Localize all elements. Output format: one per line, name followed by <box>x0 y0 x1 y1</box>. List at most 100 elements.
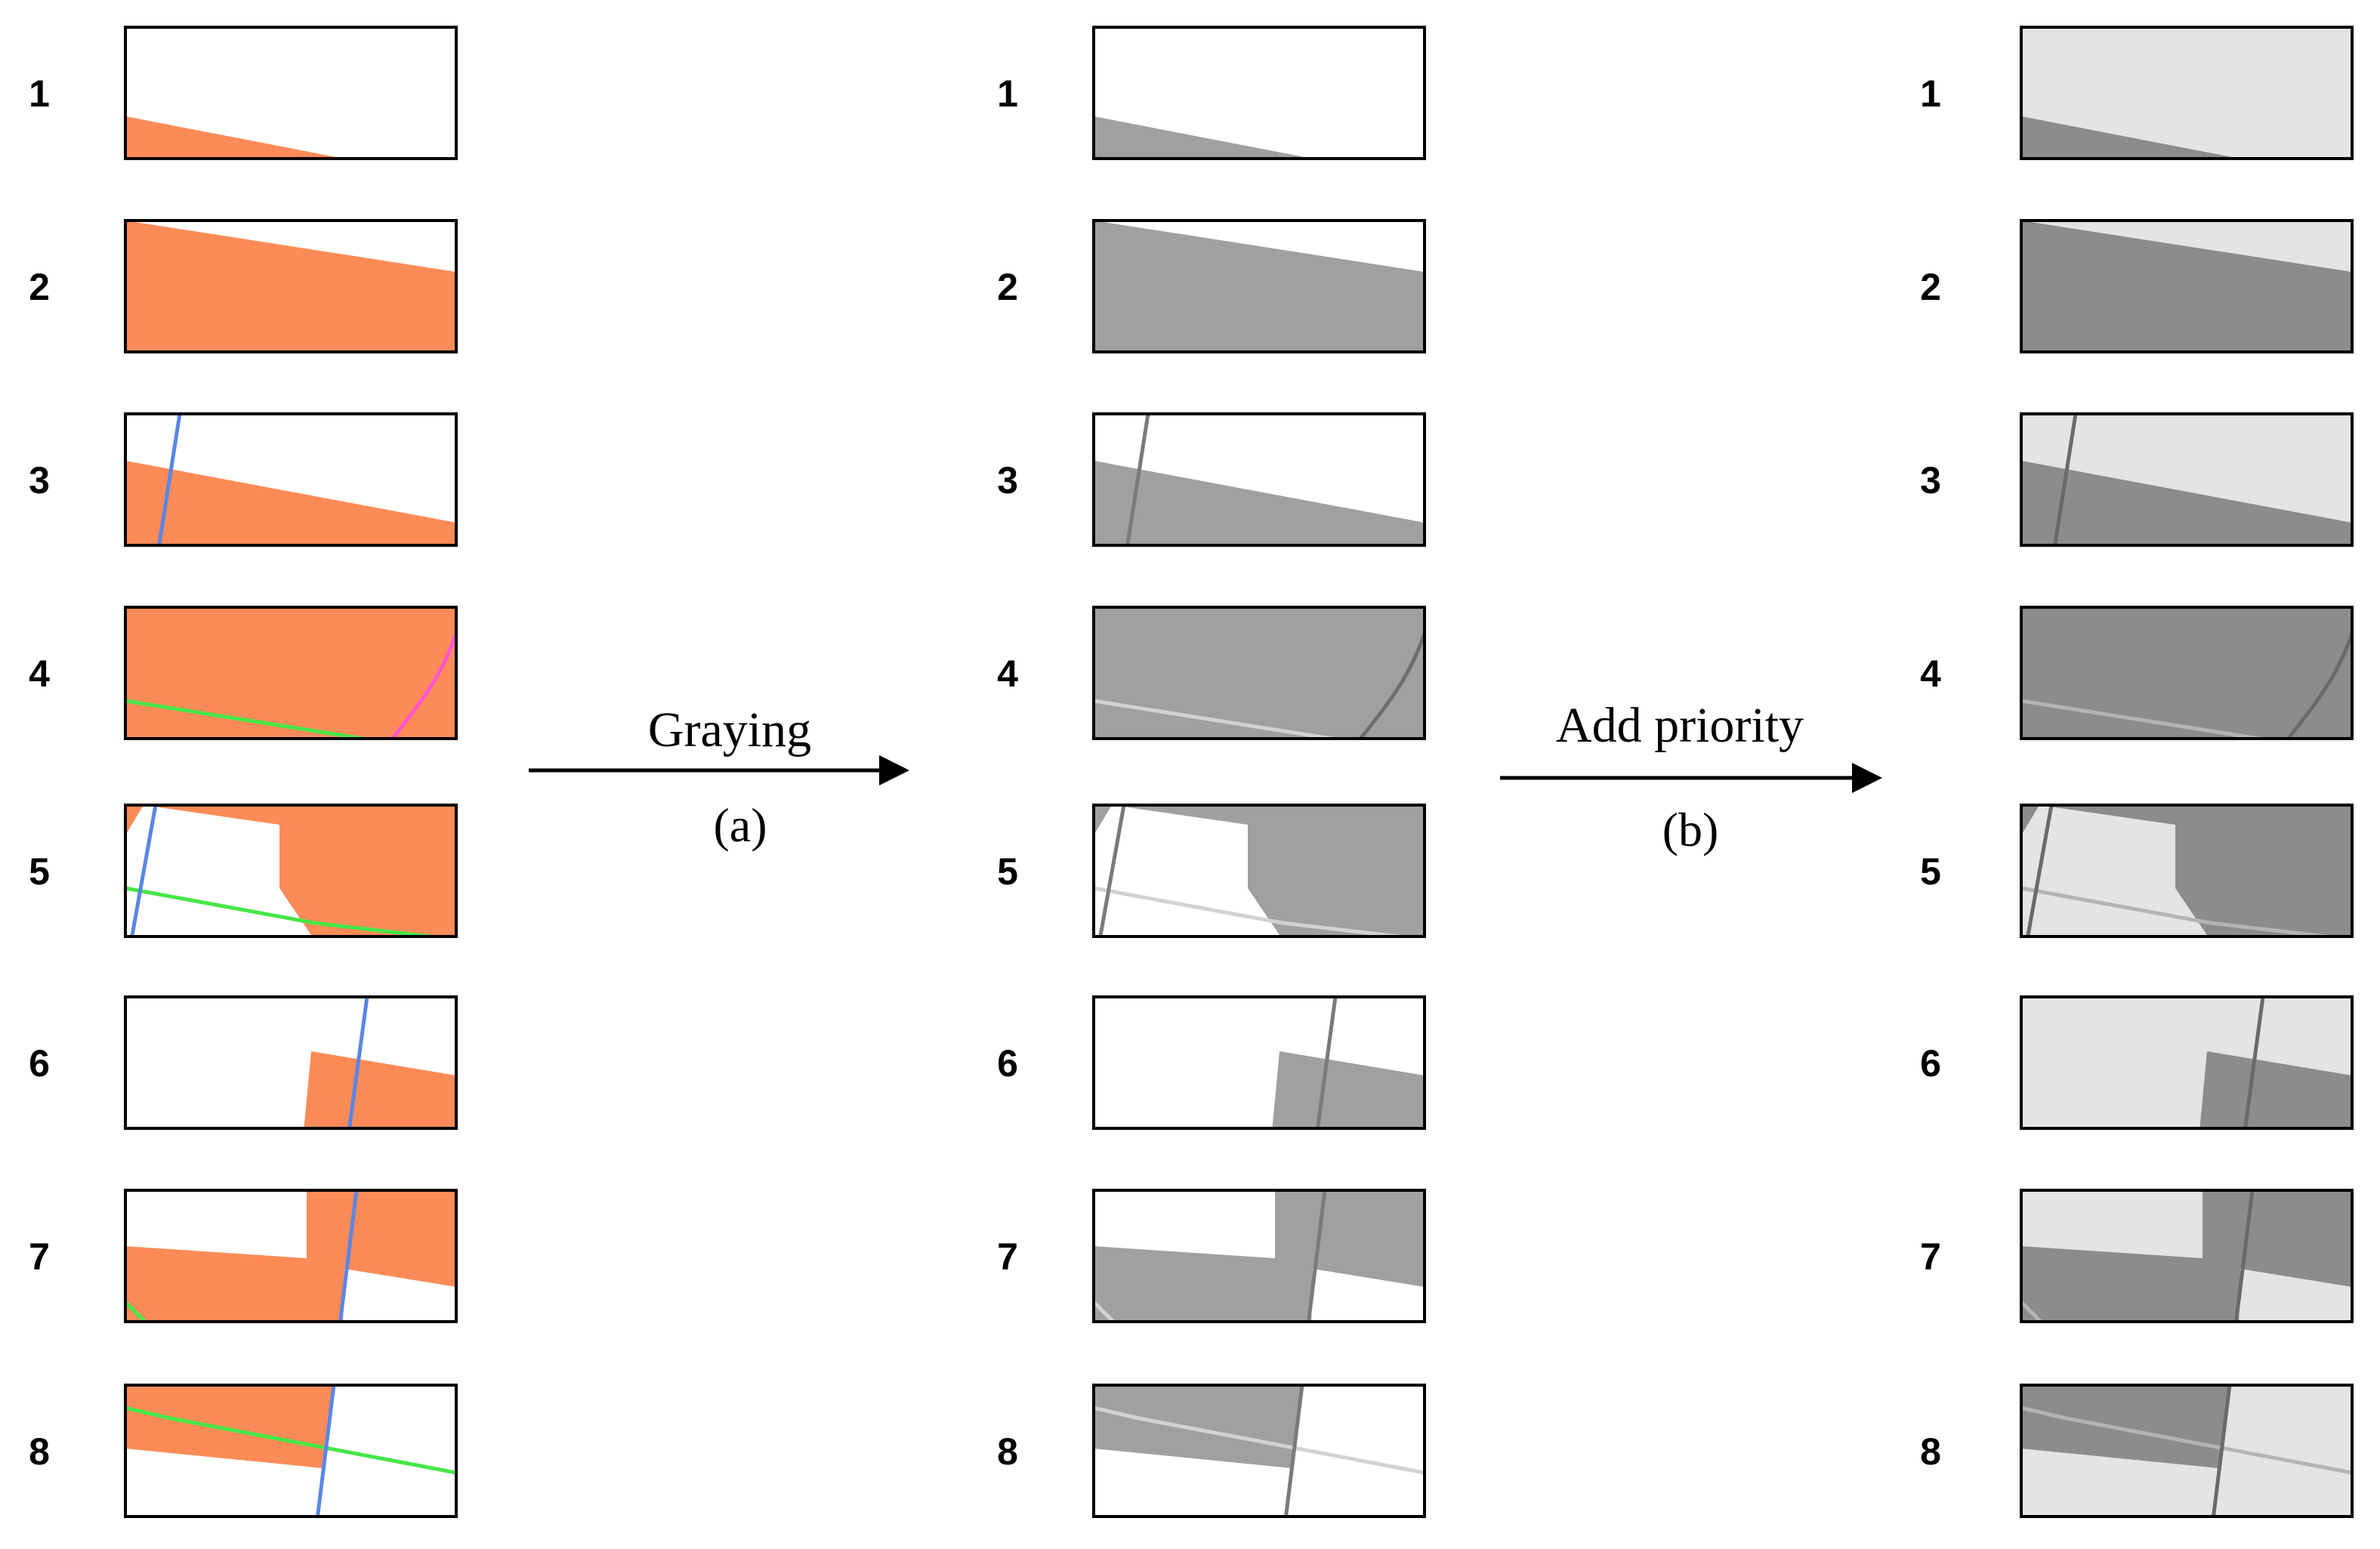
land-area <box>1094 461 1425 545</box>
tile-grayed-5 <box>1092 804 1426 938</box>
graying-step-sub: (a) <box>713 798 767 852</box>
land-area <box>1094 1190 1425 1322</box>
tile-original-2 <box>124 219 458 353</box>
road-b-line <box>1094 1406 1425 1475</box>
road-b-line <box>1094 886 1415 936</box>
road-a-line <box>1306 1190 1327 1322</box>
tile-content <box>125 414 456 545</box>
tile-prioritized-1 <box>2020 26 2354 160</box>
tile-border <box>124 1189 458 1323</box>
road-a-line <box>347 997 369 1128</box>
tile-border <box>1092 219 1426 353</box>
land-area <box>2021 1190 2352 1322</box>
graying-arrow-head <box>879 755 909 785</box>
tile-content <box>125 805 456 936</box>
road-a-line <box>1125 414 1150 545</box>
road-a-line <box>1316 997 1338 1128</box>
tile-content <box>125 1385 456 1517</box>
road-b-line <box>125 1406 456 1475</box>
tile-prioritized-5 <box>2020 804 2354 938</box>
tile-border <box>124 26 458 160</box>
tile-border <box>1092 606 1426 740</box>
road-a-line <box>1283 1385 1304 1517</box>
tile-border <box>1092 995 1426 1130</box>
tile-grayed-1 <box>1092 26 1426 160</box>
tile-original-1 <box>124 26 458 160</box>
tile-content <box>2199 997 2352 1128</box>
tile-grayed-7 <box>1092 1189 1426 1323</box>
tile-prioritized-8 <box>2020 1384 2354 1518</box>
tile-content <box>2021 221 2352 352</box>
road-a-line <box>2053 414 2078 545</box>
land-area <box>125 607 456 739</box>
tile-original-6 <box>124 995 458 1130</box>
tile-prioritized-2 <box>2020 219 2354 353</box>
priority-arrow-head <box>1852 763 1882 793</box>
tile-border <box>124 219 458 353</box>
graying-step-label: Graying <box>648 702 811 758</box>
row-number: 1 <box>29 73 50 115</box>
road-b-line <box>2021 699 2271 739</box>
row-number: 8 <box>1920 1430 1941 1473</box>
empty-area <box>125 805 313 936</box>
priority-step-sub: (b) <box>1662 803 1719 856</box>
road-a-line <box>130 805 158 936</box>
land-area <box>125 221 456 352</box>
empty-area <box>1094 805 1281 936</box>
land-area <box>2021 461 2352 545</box>
row-number: 3 <box>1920 459 1941 501</box>
road-a-line <box>1098 805 1126 936</box>
row-number: 4 <box>29 653 50 695</box>
tile-grayed-8 <box>1092 1384 1426 1518</box>
tile-content <box>125 116 344 159</box>
tile-content <box>1094 607 1425 739</box>
tile-border <box>1092 804 1426 938</box>
tile-prioritized-3 <box>2020 412 2354 547</box>
row-number: 1 <box>1920 73 1941 115</box>
tile-border <box>2020 995 2354 1130</box>
row-number: 4 <box>997 653 1018 695</box>
road-a-line <box>2243 997 2265 1128</box>
row-number: 2 <box>997 266 1018 308</box>
tile-content <box>1094 1190 1425 1322</box>
row-number: 1 <box>997 73 1018 115</box>
row-number: 3 <box>997 459 1018 501</box>
tile-border <box>1092 1189 1426 1323</box>
road-b-line <box>125 699 375 739</box>
tile-grayed-6 <box>1092 995 1426 1130</box>
row-number: 3 <box>29 459 50 501</box>
tile-content <box>2021 1190 2352 1322</box>
road-a-line <box>157 414 182 545</box>
tile-content <box>125 1190 456 1322</box>
row-number: 8 <box>997 1430 1018 1473</box>
row-number: 4 <box>1920 653 1941 695</box>
road-a-line <box>2026 805 2054 936</box>
land-area <box>2021 607 2352 739</box>
row-number: 5 <box>29 850 50 893</box>
row-number: 8 <box>29 1430 50 1473</box>
tile-content <box>1094 1385 1425 1517</box>
land-area <box>125 1190 456 1322</box>
tile-grayed-2 <box>1092 219 1426 353</box>
tile-prioritized-6 <box>2020 995 2354 1130</box>
land-area <box>1272 1051 1425 1128</box>
land-area <box>1094 607 1425 739</box>
tile-content <box>2021 1385 2352 1517</box>
tile-content <box>1094 414 1425 545</box>
land-area <box>125 1385 334 1468</box>
tile-grayed-4 <box>1092 606 1426 740</box>
tile-border <box>2020 1384 2354 1518</box>
land-area <box>2021 221 2352 352</box>
row-number: 2 <box>1920 266 1941 308</box>
land-area <box>2021 1385 2230 1468</box>
row-number: 7 <box>29 1236 50 1278</box>
road-a-line <box>338 1190 359 1322</box>
tile-border <box>2020 1189 2354 1323</box>
row-number: 5 <box>1920 850 1941 893</box>
tile-border <box>2020 26 2354 160</box>
tile-original-7 <box>124 1189 458 1323</box>
priority-step-label: Add priority <box>1556 698 1804 753</box>
tile-original-5 <box>124 804 458 938</box>
